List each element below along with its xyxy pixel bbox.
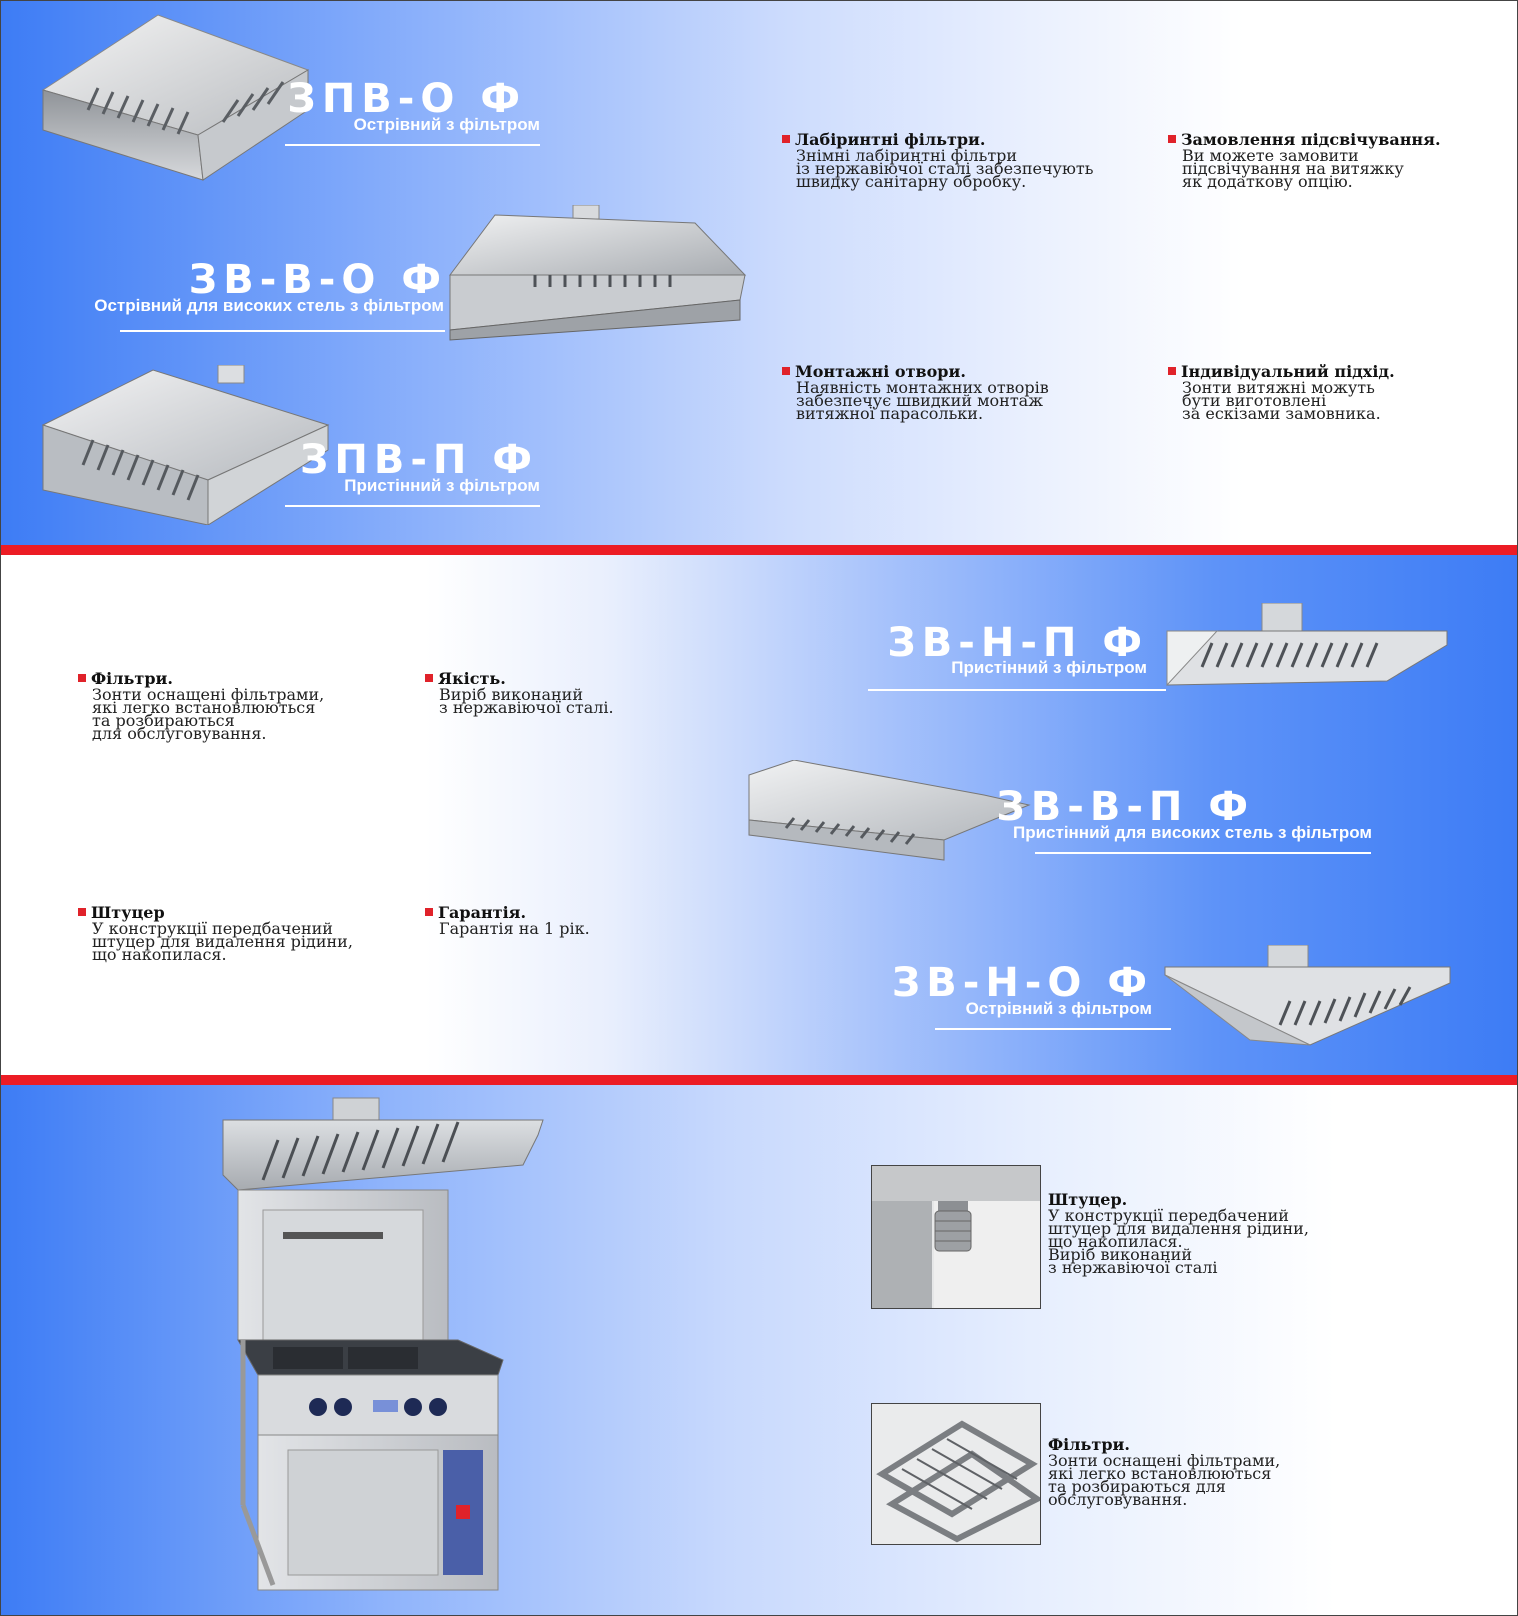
feature-lighting-order: Замовлення підсвічування. Ви можете замо…	[1168, 130, 1441, 191]
feature-title: Якість.	[438, 669, 506, 688]
detail-title: Фільтри.	[1048, 1435, 1130, 1454]
product-code: ЗПВ-О Ф	[287, 76, 526, 122]
feature-text: Зонти витяжні можуть бути виготовлені за…	[1182, 378, 1381, 423]
product-code: ЗВ-В-П Ф	[996, 784, 1254, 830]
feature-individual-approach: Індивідуальний підхід. Зонти витяжні мож…	[1168, 362, 1395, 423]
feature-warranty: Гарантія. Гарантія на 1 рік.	[425, 903, 590, 938]
feature-text: У конструкції передбачений штуцер для ви…	[92, 919, 353, 964]
filters-icon	[872, 1404, 1040, 1544]
drain-fitting-thumbnail	[871, 1165, 1041, 1309]
product-description: Пристінний для високих стель з фільтром	[1012, 823, 1372, 842]
bullet-square	[425, 674, 433, 682]
title-underline	[1035, 852, 1371, 854]
bullet-square	[782, 367, 790, 375]
feature-text: Знімні лабіринтні фільтри із нержавіючої…	[796, 146, 1094, 191]
feature-text: Наявність монтажних отворів забезпечує ш…	[796, 378, 1049, 423]
filters-thumbnail	[871, 1403, 1041, 1545]
title-underline	[935, 1028, 1171, 1030]
product-description: Острівний з фільтром	[353, 115, 540, 134]
section-divider	[0, 545, 1518, 555]
feature-drain-fitting: Штуцер У конструкції передбачений штуцер…	[78, 903, 353, 964]
drain-fitting-icon	[872, 1166, 1040, 1308]
feature-text: Виріб виконаний з нержавіючої сталі.	[439, 685, 614, 717]
feature-quality: Якість. Виріб виконаний з нержавіючої ст…	[425, 669, 614, 717]
feature-title: Фільтри.	[91, 669, 173, 688]
section-hood-over-stove: Штуцер. У конструкції передбачений штуце…	[0, 1085, 1518, 1616]
feature-mounting-holes: Монтажні отвори. Наявність монтажних отв…	[782, 362, 1049, 423]
detail-text: Зонти оснащені фільтрами, які легко вста…	[1048, 1451, 1281, 1509]
section-wall-hoods: Фільтри. Зонти оснащені фільтрами, які л…	[0, 555, 1518, 1075]
title-underline	[868, 689, 1166, 691]
title-underline	[120, 330, 445, 332]
product-code: ЗВ-Н-П Ф	[887, 620, 1148, 666]
feature-text: Гарантія на 1 рік.	[439, 919, 590, 938]
section-island-hoods: ЗПВ-О Ф Острівний з фільтром ЗВ-В-О Ф Ос…	[0, 0, 1518, 545]
detail-drain-fitting: Штуцер. У конструкції передбачений штуце…	[1048, 1190, 1309, 1277]
product-description: Острівний для високих стель з фільтром	[94, 296, 444, 315]
hood-image-zv-n-o-f	[1164, 945, 1451, 1046]
detail-text: У конструкції передбачений штуцер для ви…	[1048, 1206, 1309, 1277]
feature-labyrinth-filters: Лабіринтні фільтри. Знімні лабіринтні фі…	[782, 130, 1094, 191]
hood-image-zv-n-p-f	[1166, 603, 1448, 687]
product-code: ЗВ-Н-О Ф	[891, 960, 1153, 1006]
feature-title: Індивідуальний підхід.	[1181, 362, 1395, 381]
bullet-square	[78, 674, 86, 682]
feature-text: Ви можете замовити підсвічування на витя…	[1182, 146, 1404, 191]
product-description: Пристінний з фільтром	[951, 658, 1147, 677]
feature-title: Замовлення підсвічування.	[1181, 130, 1441, 149]
section-divider	[0, 1075, 1518, 1085]
hood-image-zpv-o-f	[41, 14, 310, 181]
feature-title: Монтажні отвори.	[795, 362, 966, 381]
product-description: Острівний з фільтром	[965, 999, 1152, 1018]
hood-image-zv-v-p-f	[748, 760, 1031, 861]
hood-image-zv-v-o-f	[449, 205, 747, 341]
stove-with-hood-image	[222, 1097, 544, 1591]
feature-filters: Фільтри. Зонти оснащені фільтрами, які л…	[78, 669, 325, 743]
hood-image-zpv-p-f	[41, 365, 330, 525]
bullet-square	[782, 135, 790, 143]
title-underline	[285, 144, 540, 146]
bullet-square	[1168, 367, 1176, 375]
bullet-square	[1168, 135, 1176, 143]
feature-title: Штуцер	[91, 903, 165, 922]
product-description: Пристінний з фільтром	[344, 476, 540, 495]
title-underline	[285, 505, 540, 507]
product-code: ЗВ-В-О Ф	[188, 257, 447, 303]
bullet-square	[78, 908, 86, 916]
feature-title: Гарантія.	[438, 903, 527, 922]
detail-title: Штуцер.	[1048, 1190, 1128, 1209]
product-code: ЗПВ-П Ф	[299, 437, 538, 483]
feature-title: Лабіринтні фільтри.	[795, 130, 986, 149]
feature-text: Зонти оснащені фільтрами, які легко вста…	[92, 685, 325, 743]
bullet-square	[425, 908, 433, 916]
detail-filters: Фільтри. Зонти оснащені фільтрами, які л…	[1048, 1435, 1281, 1509]
